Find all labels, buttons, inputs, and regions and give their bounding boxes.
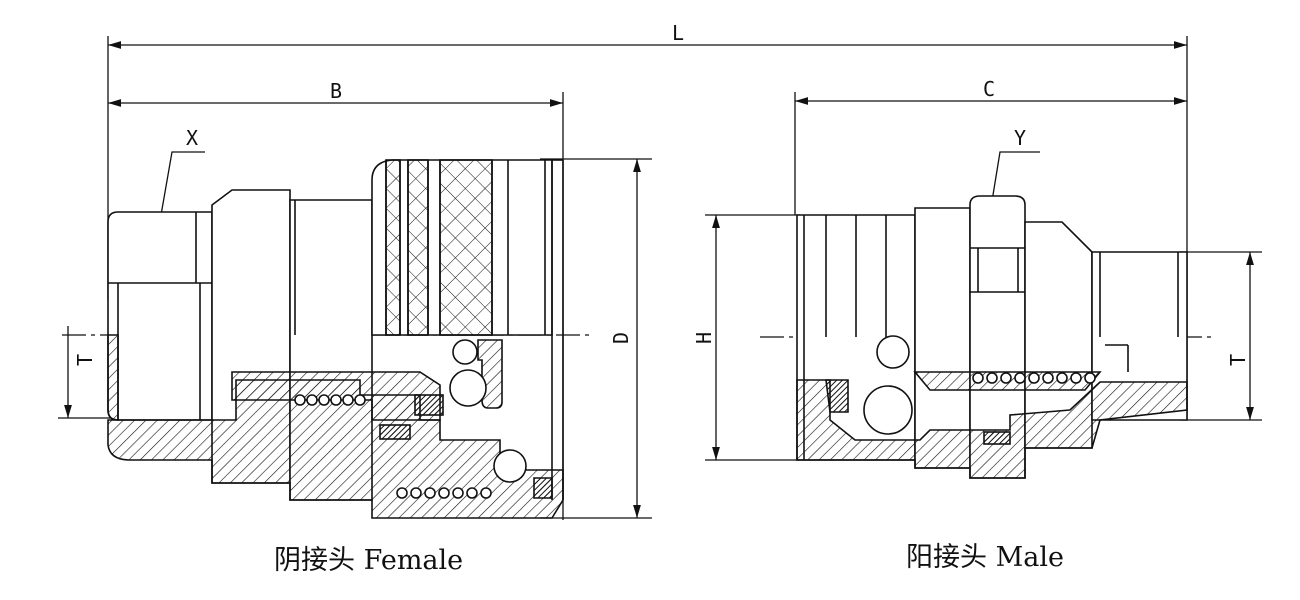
dimension-t-female-label: T [73,354,97,366]
dimension-t-male-label: T [1226,354,1250,366]
female-spring [294,394,492,499]
label-y: Y [1014,126,1026,150]
dimension-labels: L B C X Y D H T T [73,21,1250,366]
female-coupling [107,159,564,519]
dimension-c-label: C [983,77,995,101]
female-lock-ball [493,449,527,483]
label-x: X [186,126,198,150]
dimension-d-label: D [609,332,633,344]
dimension-b-label: B [330,79,342,103]
dimension-l-label: L [672,21,684,45]
male-coupling [796,195,1188,479]
dimension-h-label: H [692,332,716,344]
leader-x [155,151,205,239]
male-spring [972,372,1096,384]
female-caption: 阴接头 Female [274,545,464,576]
male-caption: 阳接头 Male [906,542,1064,573]
dimension-lines [58,36,1262,520]
